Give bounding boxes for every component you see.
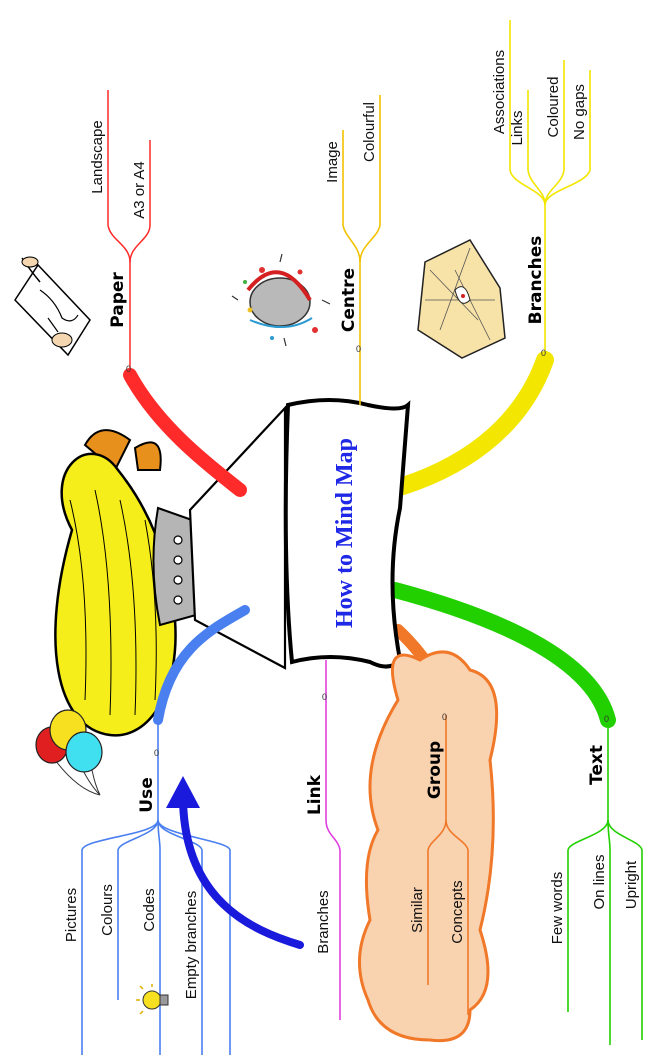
use-item-pictures: Pictures [63,888,80,942]
map-title: How to Mind Map [332,438,358,628]
paper-branch: 0 Paper Landscape A3 or A4 [14,90,151,375]
paper-item-landscape: Landscape [89,120,106,193]
branches-item-no-gaps: No gaps [571,84,588,140]
use-item-codes: Codes [141,888,158,931]
use-item-empty-branches: Empty branches [183,891,200,999]
title-banner: How to Mind Map [283,398,411,669]
paper-item-a3-or-a4: A3 or A4 [131,161,148,219]
arrow-icon [166,776,304,949]
branches-label: Branches [526,236,546,325]
centre-node-marker: 0 [356,344,361,354]
group-cloud [358,650,499,1043]
lightbulb-icon [136,984,169,1015]
group-item-concepts: Concepts [449,880,466,943]
use-branch: 0 Use Pictures Colours Codes Empty branc… [35,709,304,1055]
text-label: Text [587,745,607,785]
text-branch: 0 Text Few words On lines Upright [549,714,643,1045]
branches-item-links: Links [509,110,526,145]
text-item-few-words: Few words [549,872,566,945]
centre-item-colourful: Colourful [361,102,378,162]
use-label: Use [137,777,157,812]
paper-node-marker: 0 [126,364,131,374]
branches-item-coloured: Coloured [545,77,562,138]
link-branch: 0 Link Branches [305,660,341,1020]
map-sheet-icon [417,239,506,359]
branches-node-marker: 0 [541,348,546,358]
airship-icon [54,429,198,737]
branches-branch: 0 Branches Associations Links Coloured N… [417,20,591,360]
globe-splash-icon [231,253,331,347]
centre-label: Centre [339,268,359,332]
link-label: Link [305,774,325,815]
text-item-on-lines: On lines [591,854,608,909]
centre-branch: 0 Centre Image Colourful [231,95,381,405]
branches-item-associations: Associations [491,50,508,134]
projector-beam [188,405,287,670]
link-node-marker: 0 [322,692,327,702]
use-item-colours: Colours [99,884,116,936]
text-node-marker: 0 [604,714,609,724]
use-branch-root [153,605,250,725]
link-item-branches: Branches [315,890,332,953]
use-node-marker: 0 [154,748,159,758]
group-branch: 0 Group Similar Concepts [358,650,499,1043]
group-node-marker: 0 [442,712,447,722]
hand-drawing-icon [14,256,91,357]
text-item-upright: Upright [623,860,640,909]
branches-branch-root [381,351,554,499]
text-branch-root [387,582,616,728]
paper-label: Paper [108,272,128,328]
group-label: Group [425,741,445,799]
balloons-icon [35,709,103,796]
group-item-similar: Similar [409,887,426,933]
paper-branch-root [123,368,247,497]
centre-item-image: Image [324,141,341,183]
